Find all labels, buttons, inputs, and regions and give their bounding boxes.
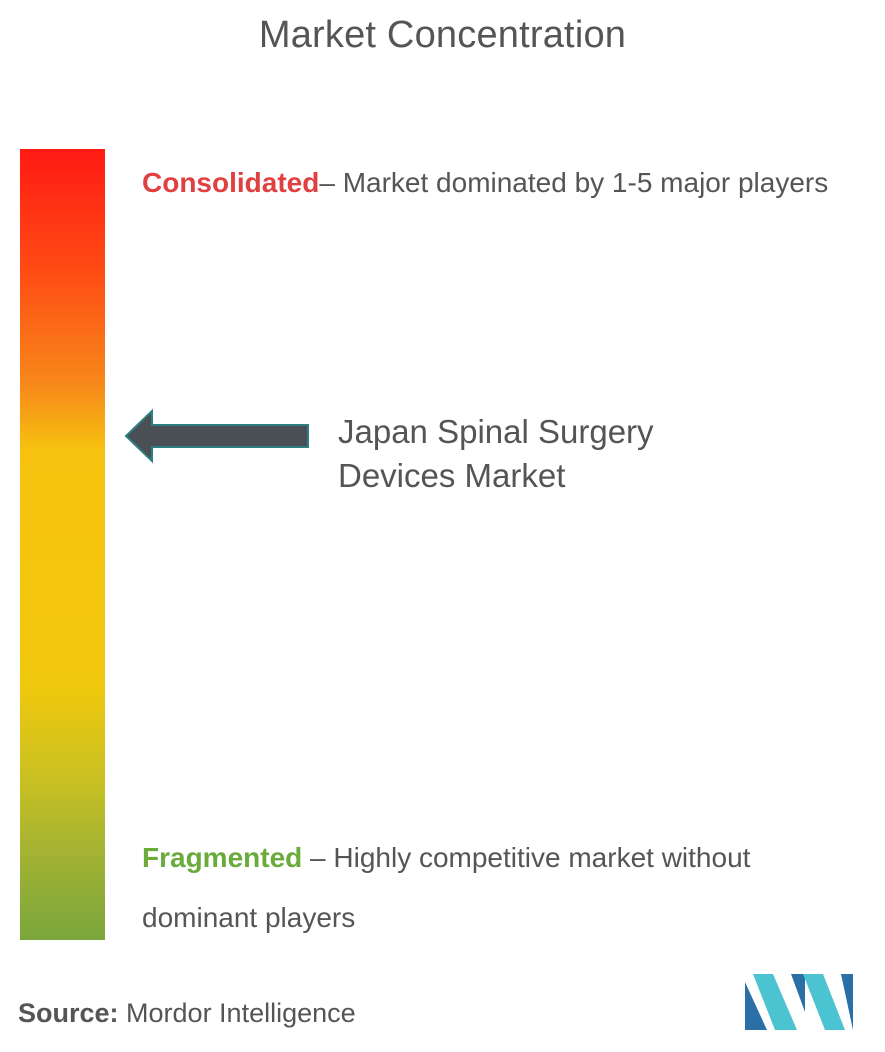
source-label: Source:	[18, 998, 119, 1028]
market-position-arrow	[124, 408, 309, 464]
fragmented-description: Fragmented – Highly competitive market w…	[142, 828, 862, 948]
fragmented-text: – Highly competitive market without domi…	[142, 842, 751, 933]
market-label-line1: Japan Spinal Surgery	[338, 413, 654, 450]
source-attribution: Source: Mordor Intelligence	[18, 998, 356, 1029]
market-label: Japan Spinal Surgery Devices Market	[338, 410, 738, 498]
consolidated-text: – Market dominated by 1-5 major players	[319, 167, 829, 198]
arrow-shape	[124, 408, 309, 464]
chart-title: Market Concentration	[258, 14, 627, 56]
market-label-line2: Devices Market	[338, 457, 566, 494]
mordor-intelligence-logo-icon	[745, 974, 853, 1030]
consolidated-label: Consolidated	[142, 167, 320, 198]
fragmented-label: Fragmented	[142, 842, 303, 873]
source-value: Mordor Intelligence	[118, 998, 356, 1028]
concentration-gradient-bar	[20, 149, 105, 940]
consolidated-description: Consolidated– Market dominated by 1-5 ma…	[142, 153, 842, 213]
